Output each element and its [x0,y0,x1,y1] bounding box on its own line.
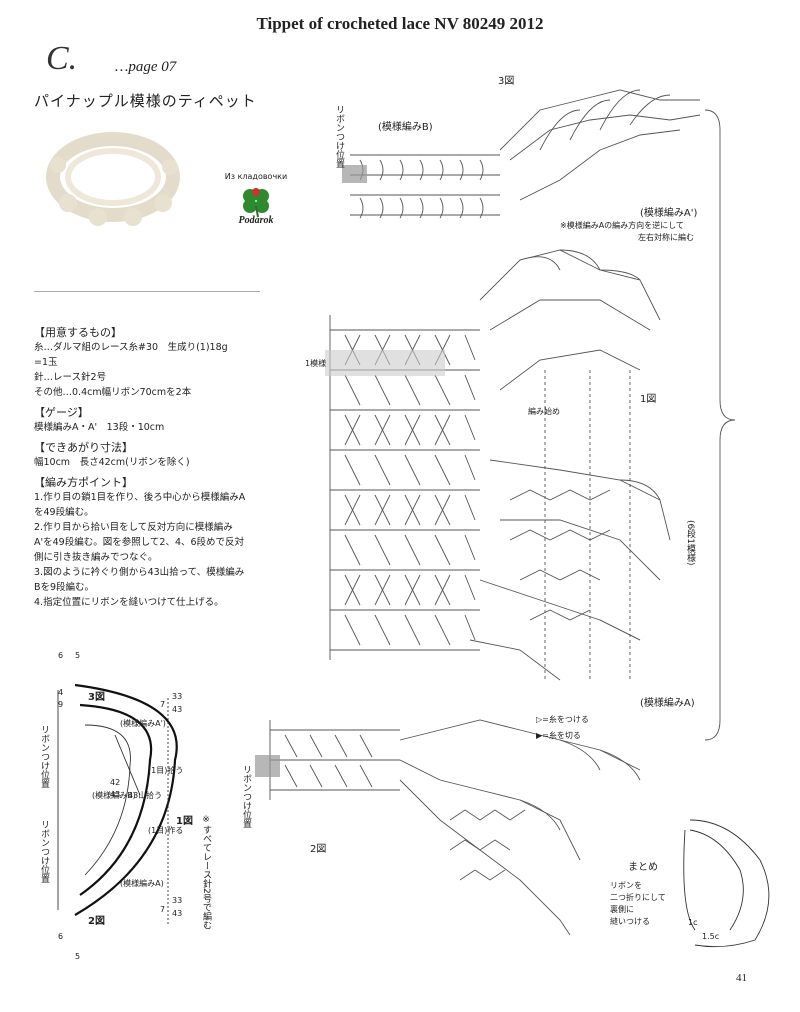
points-heading: 【編み方ポイント】 [34,476,133,489]
point-line: 3.図のように衿ぐり側から43山拾って、模様編み [34,567,245,578]
point-line: A'を49段編む。図を参照して2、4、6段めで反対 [34,537,245,548]
needle-line: 針…レース針2号 [34,372,107,383]
pattern-b-label: (模様編みB) [378,122,433,133]
yarn-line: 糸…ダルマ組のレース糸#30 生成り(1)18g [34,342,228,353]
materials-block: 【用意するもの】 糸…ダルマ組のレース糸#30 生成り(1)18g =1玉 針…… [34,320,279,610]
prep-heading: 【用意するもの】 [34,326,122,339]
schematic-ribbon-1: リボンつけ位置 [39,725,49,788]
divider [34,291,260,292]
finish-text-1: リボンを [610,881,642,890]
fig1-label: 1図 [640,394,657,405]
size-line: 幅10cm 長さ42cm(リボンを除く) [34,457,190,468]
clover-icon [243,188,269,218]
watermark-stamp: Из кладовочки Podarok [222,172,290,226]
pattern-b-top-grid [350,154,500,219]
point-line: 4.指定位置にリボンを縫いつけて仕上げる。 [34,597,224,608]
ribbon-position-top: リボンつけ位置 [334,105,344,168]
six-rows-label: (6段1模様) [685,520,695,566]
schematic-pat-a: (模様編みA) [120,879,164,888]
ribbon-position-bottom: リボンつけ位置 [241,765,251,828]
pattern-title: パイナップル模様のティペット [34,92,257,110]
pattern-a-prime-label: (模様編みA') [640,208,698,219]
page-title: Tippet of crocheted lace NV 80249 2012 [256,14,544,33]
triangle-filled-icon: ▶ [536,731,543,740]
ribbon-mark-bottom [255,755,280,777]
brace-right [704,109,736,741]
schematic-n6a: 6 [58,651,64,660]
fig2-label: 2図 [310,844,327,855]
schematic-pat-b: (模様編みB) [92,791,136,800]
schematic-n5a: 5 [75,651,81,660]
finish-title: まとめ [628,862,658,873]
schematic-note: ※すべてレース針2号で編む [201,815,211,930]
finish-dim-2: 1.5c [702,932,720,941]
point-line: Bを9段編む。 [34,582,95,593]
page-reference: …page 07 [115,59,177,75]
section-letter: C. [46,40,78,77]
finish-text-3: 裏側に [610,905,634,914]
point-line: 2.作り目から拾い目をして反対方向に模様編み [34,522,233,533]
schematic-n7b: 7 [160,905,166,914]
schematic-fig2: 2図 [88,916,105,927]
pattern-grid-bottom [269,719,641,936]
schematic-n9: 9 [58,700,64,709]
schematic-fig3: 3図 [88,692,105,703]
schematic-n5b: 5 [75,952,81,961]
schematic-n4: 4 [58,688,64,697]
schematic-rows-33a: 33 [172,692,183,701]
finish-text-4: 縫いつける [610,917,650,926]
size-heading: 【できあがり寸法】 [34,441,133,454]
legend-cut: ▶=糸を切る [536,731,581,740]
legend-attach: ▷=糸をつける [536,715,589,724]
tippet-photo [46,132,180,226]
stamp-logo: Podarok [238,215,274,226]
gauge-heading: 【ゲージ】 [34,406,89,419]
pineapple-fans-top [499,89,701,201]
finish-diagram [683,819,770,948]
finish-dim-1: 1c [688,918,698,927]
pattern-grid-middle [329,315,480,660]
pattern-a-label: (模様編みA) [640,698,695,709]
yarn-line-2: =1玉 [34,357,58,368]
fig3-label: 3図 [498,76,515,87]
stamp-caption: Из кладовочки [224,172,288,181]
schematic-n42: 42 [110,778,121,787]
schematic-n43: 43 [110,790,121,799]
schematic-n6b: 6 [58,932,64,941]
point-line: を49段編む。 [34,507,94,518]
schematic-ribbon-2: リボンつけ位置 [39,820,49,883]
pineapple-fans-middle [469,249,671,681]
schematic-pickup: (1目)拾う [148,766,184,775]
schematic-rows-43b: 43 [172,909,183,918]
highlight-band [325,350,445,376]
triangle-open-icon: ▷ [536,715,543,724]
mirror-note-2: 左右対称に編む [638,233,694,242]
schematic-n7a: 7 [160,700,166,709]
page-number: 41 [736,972,747,984]
point-line: 側に引き抜き編みでつなぐ。 [34,552,158,563]
other-line: その他…0.4cm幅リボン70cmを2本 [34,387,192,398]
point-line: 1.作り目の鎖1目を作り、後ろ中心から模様編みA [34,492,246,503]
start-label: 編み始め [528,407,560,416]
schematic-pickup-43: 43山拾う [128,791,163,800]
mirror-note: ※模様編みAの編み方向を逆にして [560,221,684,230]
gauge-line: 模様編みA・A' 13段・10cm [34,422,165,433]
schematic-rows-43a: 43 [172,705,183,714]
finish-text-2: 二つ折りにして [610,893,666,902]
schematic-rows-33b: 33 [172,896,183,905]
schematic-pat-a-prime: (模様編みA') [120,719,166,728]
schematic-fig1: 1図 [176,816,193,827]
one-pattern-label: 1模様 [305,359,327,368]
schematic-make: (1目)作る [148,826,184,835]
